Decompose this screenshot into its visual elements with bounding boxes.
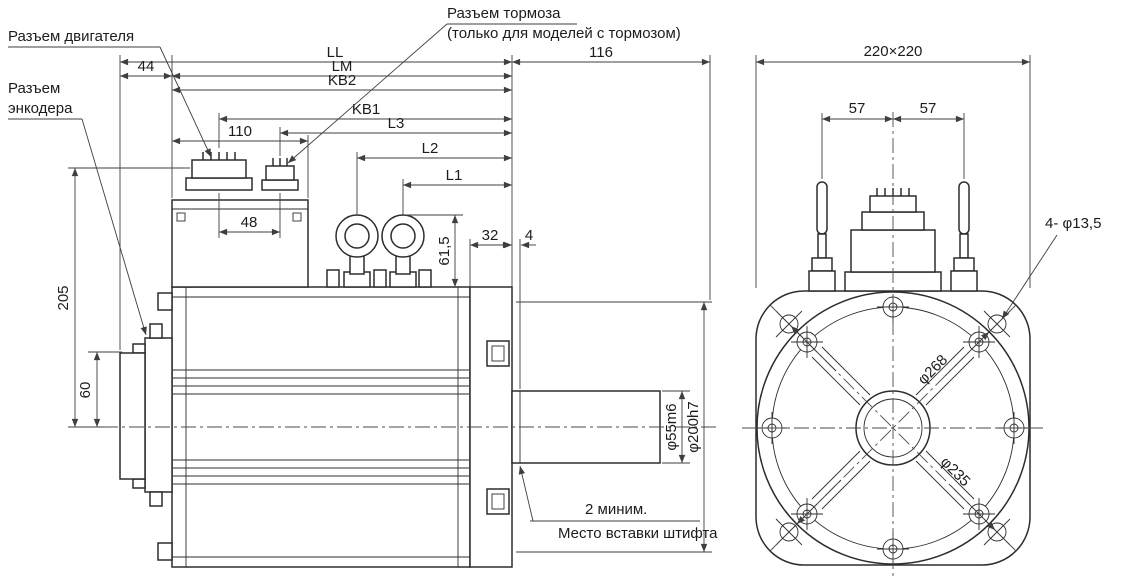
pin-min-label: 2 миним. (585, 501, 647, 518)
dim-kb1: KB1 (352, 101, 380, 118)
brake-connector-label-1: Разъем тормоза (447, 5, 561, 22)
dim-116: 116 (589, 44, 613, 61)
eye-bolt-right (381, 214, 425, 288)
dim-4: 4 (525, 227, 533, 244)
dim-l1: L1 (446, 167, 463, 184)
top-pad-3 (418, 269, 432, 288)
dim-spigot-dia: φ200h7 (685, 401, 702, 452)
spokes (811, 346, 975, 510)
dim-flange-square: 220×220 (864, 43, 923, 60)
dim-l2: L2 (422, 140, 439, 157)
encoder-connector-label-1: Разъем (8, 80, 60, 97)
dim-205: 205 (55, 285, 72, 310)
motor-body (157, 269, 471, 568)
dim-32: 32 (482, 227, 499, 244)
dim-kb2: KB2 (328, 72, 356, 89)
rear-bolt-bottom (157, 542, 173, 561)
dim-110: 110 (228, 123, 252, 140)
brake-connector (261, 158, 299, 191)
dim-shaft-dia: φ55m6 (663, 403, 680, 450)
front-eye-bolt-right (950, 181, 978, 292)
dim-lm: LM (332, 58, 353, 75)
brake-connector-label-2: (только для моделей с тормозом) (447, 25, 681, 42)
pin-place-label: Место вставки штифта (558, 525, 718, 542)
dim-60: 60 (77, 382, 94, 399)
motor-connector-label: Разъем двигателя (8, 28, 134, 45)
encoder-connector-label-2: энкодера (8, 100, 73, 117)
dim-57-right: 57 (920, 100, 937, 117)
side-dimensions: LL 116 44 LM KB2 KB1 L3 110 L2 L1 48 61,… (55, 44, 712, 553)
top-pad-1 (326, 269, 340, 288)
dim-ll: LL (327, 44, 344, 61)
top-pad-2 (373, 269, 387, 288)
side-view: LL 116 44 LM KB2 KB1 L3 110 L2 L1 48 61,… (8, 5, 718, 568)
dim-57-left: 57 (849, 100, 866, 117)
rear-bolt-top (157, 292, 173, 311)
dim-61-5: 61,5 (436, 236, 453, 265)
eye-bolt-left (335, 214, 379, 288)
front-view: 220×220 57 57 4- φ13,5 φ268 φ235 (742, 43, 1101, 578)
motor-connector (185, 152, 253, 191)
front-eye-bolt-left (808, 181, 836, 292)
dim-48: 48 (241, 214, 258, 231)
terminal-box (171, 199, 309, 288)
encoder-connector (119, 323, 173, 507)
dim-l3: L3 (388, 115, 405, 132)
dim-44: 44 (138, 58, 155, 75)
callout-labels: Разъем двигателя Разъем тормоза (только … (8, 5, 718, 542)
dim-corner-holes: 4- φ13,5 (1045, 215, 1101, 232)
